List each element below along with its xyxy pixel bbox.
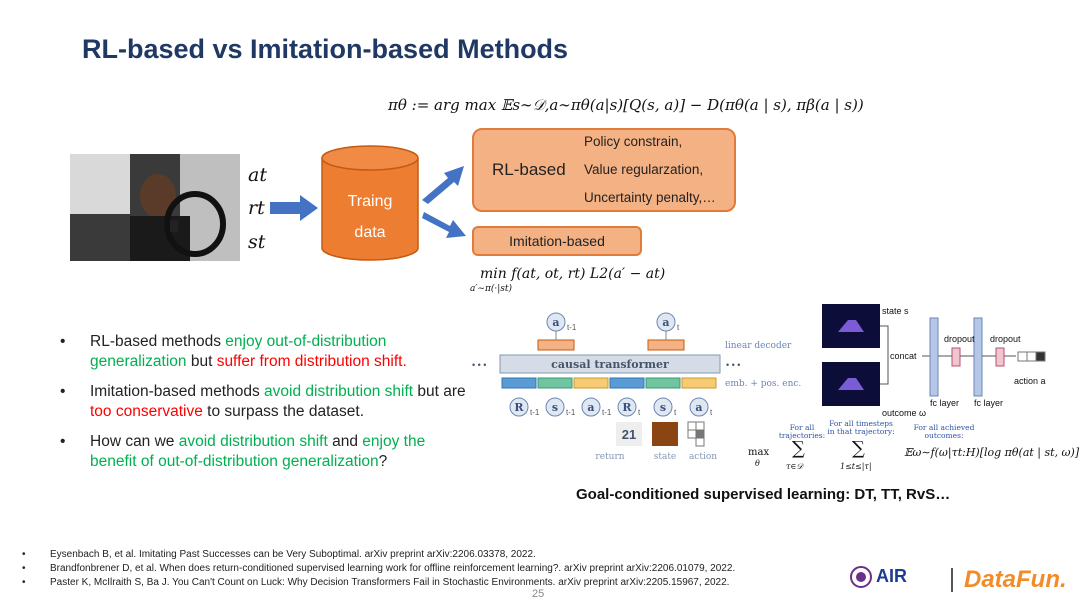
causal-transformer-block	[499, 354, 721, 374]
objective-max: max	[748, 447, 770, 458]
bottom-tokens: R t-1 s t-1 a t-1 R t s t a t	[509, 397, 713, 417]
dropout-label-2: dropout	[990, 334, 1021, 344]
action-box	[687, 421, 705, 447]
sum-trajectories: ∑	[792, 438, 805, 459]
logo-divider	[951, 568, 953, 592]
svg-text:a: a	[552, 316, 559, 329]
bullet-list: RL-based methods enjoy out-of-distributi…	[60, 332, 470, 482]
fc-label-2: fc layer	[974, 398, 1003, 408]
legend-return: return	[595, 452, 624, 462]
legend-state: state	[654, 452, 677, 462]
var-s-t: st	[248, 231, 266, 253]
ellipsis-right: • • •	[726, 360, 740, 370]
arrow-to-data	[270, 195, 318, 221]
objective-max-sub: θ	[755, 459, 760, 468]
svg-text:t: t	[638, 408, 641, 417]
svg-text:R: R	[514, 401, 524, 414]
action-label: action a	[1014, 376, 1046, 386]
sum-trajectories-sub: τ∈𝒟	[786, 462, 803, 471]
svg-text:t: t	[674, 408, 677, 417]
datafun-logo: DataFun.	[964, 566, 1067, 593]
tsinghua-seal-icon	[850, 566, 872, 588]
decoder-block-1	[537, 339, 575, 351]
arrows-to-methods	[422, 166, 466, 238]
air-logo: AIR	[876, 566, 907, 586]
top-token-a-t-1: a t-1	[546, 312, 577, 332]
bullet-item-rl: RL-based methods enjoy out-of-distributi…	[60, 332, 470, 372]
svg-text:t-1: t-1	[567, 323, 577, 332]
rl-item-uncertainty: Uncertainty penalty,…	[584, 190, 716, 205]
page-number: 25	[532, 588, 545, 600]
embedding-row	[501, 377, 717, 389]
driver-photo	[70, 154, 240, 261]
bullet-item-question: How can we avoid distribution shift and …	[60, 432, 470, 472]
return-box	[616, 422, 642, 446]
svg-text:t-1: t-1	[566, 408, 576, 417]
return-value: 21	[622, 427, 636, 442]
dropout-2	[995, 347, 1005, 367]
rl-item-value: Value regularzation,	[584, 162, 704, 177]
imitation-based-box: Imitation-based	[472, 226, 642, 256]
causal-transformer-label: causal transformer	[551, 358, 669, 371]
data-label-line1: Traing	[347, 193, 393, 210]
reference-2: Brandfonbrener D, et al. When does retur…	[22, 562, 735, 576]
state-box	[652, 422, 678, 446]
svg-text:t-1: t-1	[602, 408, 612, 417]
top-token-a-t: a t	[656, 312, 680, 332]
linear-decoder-label: linear decoder	[725, 341, 792, 351]
rvs-network-diagram: state s outcome ω concat dropout dropout…	[822, 304, 1046, 418]
sum-timesteps-sub: 1≤t≤|τ|	[840, 462, 872, 471]
svg-text:t-1: t-1	[530, 408, 540, 417]
fc-layer-1	[929, 317, 939, 397]
svg-text:s: s	[660, 401, 666, 414]
legend-action: action	[689, 452, 717, 462]
outcome-label: outcome ω	[882, 408, 926, 418]
data-label-line2: data	[354, 224, 386, 241]
concat-label: concat	[890, 351, 917, 361]
imitation-formula: min f(at, ot, rt) L2(a′ − at)	[480, 266, 666, 282]
var-r-t: rt	[248, 197, 265, 219]
svg-text:t: t	[677, 323, 680, 332]
emb-label: emb. + pos. enc.	[725, 379, 801, 389]
svg-text:R: R	[622, 401, 632, 414]
svg-text:s: s	[552, 401, 558, 414]
svg-text:a: a	[587, 401, 594, 414]
gcsl-caption: Goal-conditioned supervised learning: DT…	[576, 486, 951, 503]
rl-based-label: RL-based	[492, 160, 566, 179]
note-outcomes: For all achieved outcomes:	[913, 423, 975, 440]
rl-item-policy: Policy constrain,	[584, 134, 683, 149]
rl-based-box	[472, 128, 736, 212]
references: Eysenbach B, et al. Imitating Past Succe…	[22, 548, 735, 590]
svg-text:a: a	[662, 316, 669, 329]
state-label: state s	[882, 306, 909, 316]
decoder-block-2	[647, 339, 685, 351]
dropout-label-1: dropout	[944, 334, 975, 344]
objective-expectation: 𝔼ω∼f(ω|τt:H)[log πθ(at | st, ω)]	[904, 446, 1080, 459]
slide-title: RL-based vs Imitation-based Methods	[82, 34, 569, 64]
note-timesteps: For all timesteps in that trajectory:	[827, 419, 895, 436]
reference-3: Paster K, McIlraith S, Ba J. You Can't C…	[22, 576, 735, 590]
fc-label-1: fc layer	[930, 398, 959, 408]
reference-1: Eysenbach B, et al. Imitating Past Succe…	[22, 548, 735, 562]
decision-transformer-diagram: a t-1 a t linear decoder causal transfor…	[472, 312, 801, 462]
data-cylinder	[321, 145, 419, 261]
bullet-item-imitation: Imitation-based methods avoid distributi…	[60, 382, 470, 422]
svg-text:t: t	[710, 408, 713, 417]
note-trajectories: For all trajectories:	[778, 423, 826, 440]
ellipsis-left: • • •	[472, 360, 486, 370]
svg-text:a: a	[695, 401, 702, 414]
var-a-t: at	[248, 164, 267, 186]
action-grid	[1017, 351, 1046, 362]
policy-formula: πθ := arg max 𝔼s∼𝒟,a∼πθ(a|s)[Q(s, a)] − …	[388, 96, 864, 114]
dropout-1	[951, 347, 961, 367]
imitation-formula-sub: a′∼π(·|st)	[470, 284, 513, 294]
sum-timesteps: ∑	[852, 438, 865, 459]
fc-layer-2	[973, 317, 983, 397]
